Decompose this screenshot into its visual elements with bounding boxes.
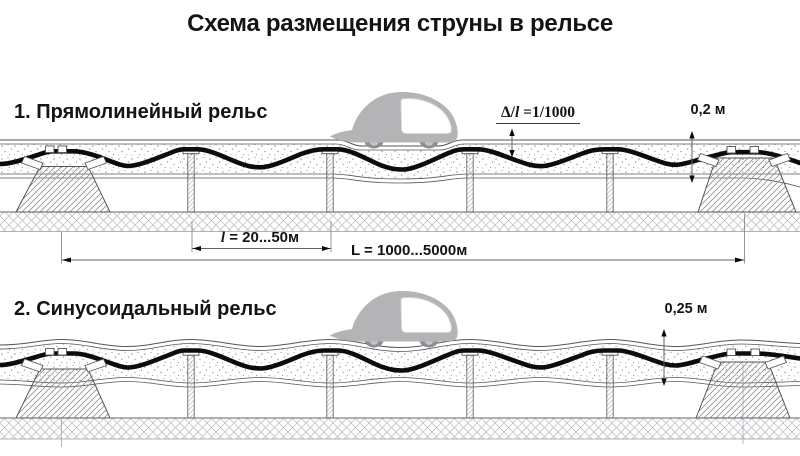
ground-hatch-1 bbox=[0, 212, 800, 232]
span-dimension-label: l = 20...50м bbox=[195, 229, 325, 247]
anchor-support-left-2 bbox=[15, 368, 111, 419]
anchor-clamps-right-1 bbox=[696, 146, 792, 168]
diagram-straight-rail bbox=[0, 91, 800, 264]
rail-bottom-line-1a bbox=[0, 173, 800, 180]
support-post bbox=[606, 354, 614, 419]
rail-string-2 bbox=[0, 348, 800, 373]
support-posts-1 bbox=[182, 150, 619, 213]
support-post bbox=[326, 354, 334, 419]
page-title: Схема размещения струны в рельсе bbox=[187, 10, 613, 37]
rail-body-fill-1 bbox=[0, 144, 800, 179]
rail-top-line-1b bbox=[0, 143, 800, 151]
support-post bbox=[466, 354, 474, 419]
rail-body-fill-2 bbox=[0, 343, 800, 383]
deflection-symbol: l bbox=[514, 104, 520, 121]
section-2-label: 2. Синусоидальный рельс bbox=[14, 298, 277, 320]
deflection-suffix: =1/1000 bbox=[519, 104, 576, 121]
rail-height-arrow-2 bbox=[661, 329, 667, 386]
span-value: = 20...50м bbox=[225, 229, 300, 246]
anchor-clamps-right-2 bbox=[698, 348, 788, 370]
rail-height-label-1: 0,2 м bbox=[690, 102, 726, 118]
diagram-sinusoidal-rail bbox=[0, 290, 800, 447]
vehicle-1 bbox=[329, 91, 459, 149]
rail-bottom-line-2a bbox=[0, 377, 800, 384]
section-1-label: 1. Прямолинейный рельс bbox=[14, 101, 268, 123]
deflection-arrow bbox=[509, 128, 515, 158]
length-dimension-label: L = 1000...5000м bbox=[351, 242, 468, 259]
dimension-span-l bbox=[191, 221, 332, 252]
support-post bbox=[187, 153, 195, 213]
anchor-support-right-1 bbox=[697, 157, 797, 213]
vehicle-2 bbox=[329, 290, 459, 348]
deflection-prefix: Δ/ bbox=[500, 104, 515, 121]
span-symbol: l bbox=[220, 230, 226, 246]
rail-height-arrow-1 bbox=[689, 131, 695, 183]
support-post bbox=[326, 153, 334, 213]
rail-string-1 bbox=[0, 147, 800, 172]
support-post bbox=[606, 153, 614, 213]
support-post bbox=[466, 153, 474, 213]
anchor-support-left-1 bbox=[15, 166, 111, 213]
rail-top-line-2b bbox=[0, 343, 800, 352]
deflection-annotation: Δ/l =1/1000 bbox=[496, 104, 580, 124]
rail-height-label-2: 0,25 м bbox=[664, 301, 708, 317]
anchor-clamps-left-2 bbox=[20, 348, 108, 373]
rail-bottom-line-2b bbox=[0, 381, 800, 388]
rail-top-line-2a bbox=[0, 338, 800, 349]
dimension-length-L bbox=[61, 214, 745, 264]
ground-hatch-2 bbox=[0, 418, 800, 439]
support-post bbox=[187, 354, 195, 419]
anchor-clamps-left-1 bbox=[20, 145, 108, 171]
